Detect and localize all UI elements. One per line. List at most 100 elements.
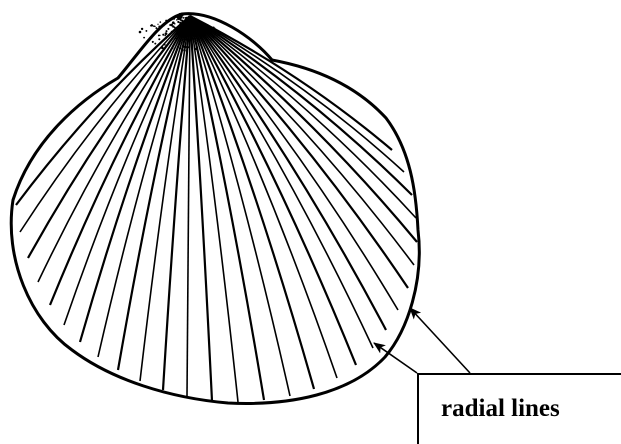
apex-stipple bbox=[211, 38, 213, 40]
apex-stipple bbox=[182, 24, 185, 27]
apex-stipple bbox=[177, 15, 179, 17]
radial-rib bbox=[80, 16, 190, 342]
callout-label-box: radial lines bbox=[417, 373, 621, 444]
apex-stipple bbox=[160, 21, 162, 23]
apex-stipple bbox=[167, 28, 169, 30]
apex-stipple bbox=[141, 28, 143, 30]
apex-stipple bbox=[183, 49, 186, 52]
apex-stipple bbox=[188, 18, 189, 19]
apex-stipple bbox=[158, 38, 160, 40]
apex-stipple bbox=[179, 47, 181, 49]
apex-stipple bbox=[192, 35, 193, 36]
apex-stipple bbox=[189, 33, 191, 35]
apex-stipple bbox=[181, 27, 183, 29]
apex-stipple bbox=[195, 48, 198, 51]
apex-stipple bbox=[217, 34, 219, 36]
apex-stipple bbox=[200, 36, 202, 38]
apex-stipple bbox=[187, 46, 189, 48]
apex-stipple bbox=[162, 34, 164, 36]
apex-stipple bbox=[192, 22, 193, 23]
apex-stipple bbox=[182, 30, 184, 32]
apex-stipple bbox=[145, 30, 147, 32]
apex-stipple bbox=[193, 22, 194, 23]
apex-stipple bbox=[169, 20, 170, 21]
apex-stipple bbox=[214, 28, 216, 30]
apex-stipple bbox=[218, 32, 221, 35]
apex-stipple bbox=[172, 24, 173, 25]
apex-stipple bbox=[214, 33, 216, 35]
apex-stipple bbox=[180, 35, 181, 36]
arrow-upper bbox=[410, 308, 470, 373]
apex-stipple bbox=[150, 25, 151, 26]
apex-stipple bbox=[188, 25, 190, 27]
arrow-lower bbox=[374, 343, 417, 373]
apex-stipple bbox=[177, 33, 180, 36]
radial-rib bbox=[190, 16, 212, 401]
apex-stipple bbox=[181, 32, 184, 35]
apex-stipple bbox=[139, 31, 142, 34]
apex-stipple bbox=[212, 36, 214, 38]
apex-stipple bbox=[195, 33, 197, 35]
apex-stipple bbox=[162, 25, 164, 27]
apex-stipple bbox=[190, 18, 192, 20]
apex-stipple bbox=[203, 32, 205, 34]
apex-stipple bbox=[197, 38, 200, 41]
apex-stipple bbox=[172, 21, 175, 24]
radial-rib bbox=[187, 16, 190, 396]
callout-label: radial lines bbox=[441, 395, 560, 423]
apex-stipple bbox=[184, 17, 186, 19]
apex-stipple bbox=[165, 20, 167, 22]
apex-stipple bbox=[179, 13, 181, 15]
apex-stipple bbox=[158, 26, 160, 28]
radial-ribs bbox=[16, 16, 417, 402]
apex-stipple bbox=[173, 33, 174, 34]
callout-arrows bbox=[374, 308, 470, 373]
apex-stipple bbox=[143, 37, 145, 39]
apex-stipple bbox=[202, 23, 204, 25]
apex-stipple bbox=[197, 25, 199, 27]
apex-stipple bbox=[177, 21, 179, 23]
apex-stipple bbox=[191, 25, 192, 26]
apex-stipple bbox=[163, 25, 164, 26]
radial-rib bbox=[190, 16, 290, 396]
apex-stipple bbox=[180, 19, 182, 21]
apex-stipple bbox=[183, 31, 185, 33]
apex-stipple bbox=[172, 47, 173, 48]
apex-stipple bbox=[176, 32, 177, 33]
apex-stipple bbox=[164, 44, 166, 46]
apex-stipple bbox=[180, 22, 182, 24]
apex-stipple bbox=[165, 30, 167, 32]
apex-stipple bbox=[159, 35, 161, 37]
radial-rib bbox=[118, 16, 190, 370]
apex-stipple bbox=[182, 17, 184, 19]
apex-stipple bbox=[187, 22, 189, 24]
apex-stipple bbox=[165, 32, 168, 35]
apex-stipple bbox=[157, 24, 158, 25]
shell-drawing bbox=[11, 13, 419, 404]
apex-stipple bbox=[155, 27, 157, 29]
apex-stipple bbox=[184, 21, 186, 23]
apex-stipple bbox=[166, 22, 168, 24]
apex-stipple bbox=[163, 40, 164, 41]
apex-stipple bbox=[206, 32, 209, 35]
apex-stipple bbox=[175, 16, 177, 18]
apex-stipple bbox=[176, 19, 178, 21]
apex-stipple bbox=[154, 43, 156, 45]
apex-stipple bbox=[172, 25, 174, 27]
apex-stipple bbox=[179, 30, 181, 32]
apex-stipple bbox=[178, 25, 179, 26]
apex-stipple bbox=[183, 46, 184, 47]
apex-stipple bbox=[185, 38, 187, 40]
apex-stipple bbox=[165, 38, 166, 39]
apex-stipple bbox=[201, 21, 203, 23]
apex-stipple bbox=[192, 23, 195, 26]
apex-stipple bbox=[173, 18, 175, 20]
apex-stipple bbox=[193, 19, 195, 21]
apex-stipple bbox=[171, 31, 172, 32]
apex-stipple bbox=[151, 37, 152, 38]
apex-stipple bbox=[184, 46, 186, 48]
apex-stipple bbox=[198, 34, 199, 35]
apex-stipple bbox=[152, 41, 154, 43]
apex-stipple bbox=[195, 21, 197, 23]
apex-stipple bbox=[175, 38, 177, 40]
